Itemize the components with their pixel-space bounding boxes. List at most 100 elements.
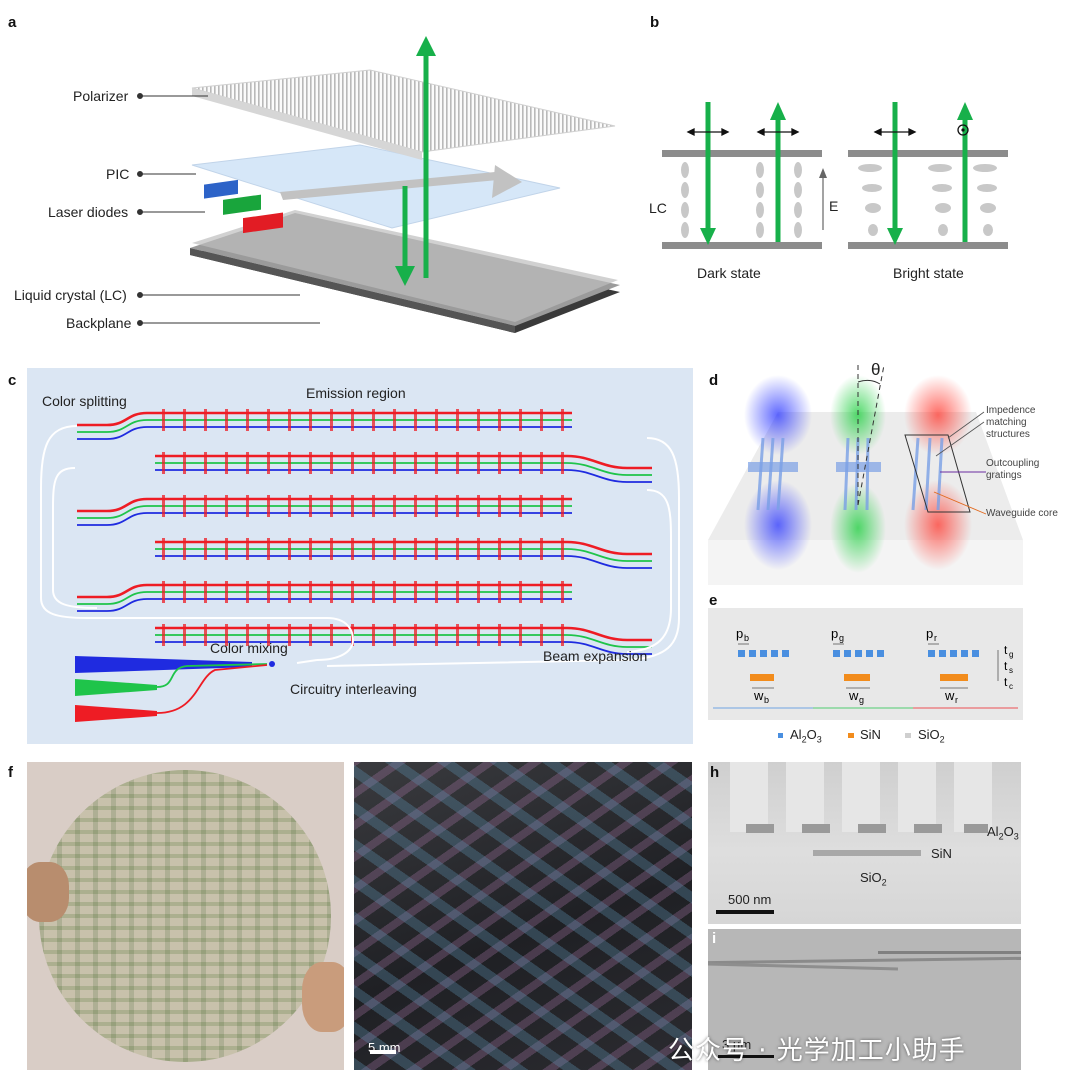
grating-tick xyxy=(225,452,228,474)
legend-sio2: SiO2 xyxy=(918,727,945,745)
waveguide-blue-0 xyxy=(77,426,572,440)
grating-tick xyxy=(246,495,249,517)
grating-tick xyxy=(477,538,480,560)
grating-tick xyxy=(309,409,312,431)
svg-text:r: r xyxy=(955,695,958,705)
grating-tick xyxy=(225,409,228,431)
panel-e-label: e xyxy=(709,592,718,609)
svg-text:g: g xyxy=(1009,650,1013,659)
bright-state-label: Bright state xyxy=(893,265,964,281)
grating-tick xyxy=(561,581,564,603)
grating-tick xyxy=(456,538,459,560)
panel-a-exploded-display xyxy=(190,36,620,333)
grating-tick xyxy=(309,581,312,603)
grating-tick xyxy=(372,452,375,474)
grating-tick xyxy=(309,624,312,646)
grating-tick xyxy=(477,452,480,474)
wafer-photo xyxy=(27,762,344,1070)
grating-tick xyxy=(519,495,522,517)
grating-tick xyxy=(288,495,291,517)
grating-tick xyxy=(183,538,186,560)
grating-tick xyxy=(204,624,207,646)
grating-tick xyxy=(414,409,417,431)
grating-tick xyxy=(561,452,564,474)
grating-tick xyxy=(246,409,249,431)
svg-text:w: w xyxy=(753,688,764,703)
grating-tick xyxy=(393,538,396,560)
layer-label-pic: PIC xyxy=(106,166,130,182)
legend-swatch-sio2 xyxy=(905,733,911,738)
grating-tick xyxy=(414,495,417,517)
grating-tick xyxy=(309,452,312,474)
grating-tick xyxy=(540,495,543,517)
svg-text:p: p xyxy=(831,626,838,641)
grating-tick xyxy=(288,538,291,560)
grating-tick xyxy=(477,495,480,517)
grating-tick xyxy=(561,624,564,646)
sem-label-al2o3: Al2O3 xyxy=(987,824,1019,842)
sem-label-sin: SiN xyxy=(931,846,952,861)
grating-tick xyxy=(540,581,543,603)
grating-tick xyxy=(267,538,270,560)
waveguide-green-0 xyxy=(77,419,572,433)
panel-b-label: b xyxy=(650,14,660,31)
grating-tick xyxy=(414,452,417,474)
chip-photo xyxy=(354,762,692,1070)
grating-tick xyxy=(330,409,333,431)
panel-a-label: a xyxy=(8,14,17,31)
grating-tick xyxy=(498,538,501,560)
grating-tick xyxy=(540,452,543,474)
sem-top-scale-label: 3 μm xyxy=(722,1037,752,1052)
grating-tick xyxy=(309,538,312,560)
legend-swatch-al2o3 xyxy=(778,733,783,738)
waveguide-red-5 xyxy=(155,626,652,642)
callout-waveguide-core: Waveguide core xyxy=(986,508,1058,519)
svg-text:t: t xyxy=(1004,643,1008,657)
sem-cross-section xyxy=(708,762,1021,924)
svg-text:w: w xyxy=(848,688,859,703)
waveguide-red-4 xyxy=(77,583,572,599)
waveguide-red-2 xyxy=(77,497,572,513)
panel-b-lc-states xyxy=(662,102,1008,249)
waveguide-green-2 xyxy=(77,505,572,519)
grating-tick xyxy=(477,624,480,646)
grating-tick xyxy=(519,452,522,474)
grating-tick xyxy=(456,452,459,474)
grating-tick xyxy=(246,624,249,646)
panel-f-label: f xyxy=(8,764,13,781)
grating-tick xyxy=(393,409,396,431)
grating-tick xyxy=(204,538,207,560)
grating-tick xyxy=(183,581,186,603)
grating-tick xyxy=(498,624,501,646)
grating-tick xyxy=(162,581,165,603)
layer-label-lc: Liquid crystal (LC) xyxy=(14,287,127,303)
waveguide-green-3 xyxy=(155,548,652,562)
grating-tick xyxy=(246,452,249,474)
grating-tick xyxy=(540,409,543,431)
grating-tick xyxy=(393,581,396,603)
panel-h-label: h xyxy=(710,764,720,781)
waveguide-blue-4 xyxy=(77,598,572,612)
svg-text:t: t xyxy=(1004,675,1008,689)
svg-text:b: b xyxy=(744,633,749,643)
label-circuitry-interleaving: Circuitry interleaving xyxy=(290,681,417,697)
grating-tick xyxy=(309,495,312,517)
waveguide-green-4 xyxy=(77,591,572,605)
grating-tick xyxy=(435,581,438,603)
grating-tick xyxy=(330,581,333,603)
layer-label-laser-diodes: Laser diodes xyxy=(48,204,129,220)
svg-text:s: s xyxy=(1009,666,1013,675)
svg-text:b: b xyxy=(764,695,769,705)
grating-tick xyxy=(330,452,333,474)
waveguide-red-0 xyxy=(77,411,572,427)
svg-text:p: p xyxy=(926,626,933,641)
grating-tick xyxy=(435,409,438,431)
sem-top-view xyxy=(708,929,1021,1070)
svg-text:g: g xyxy=(859,695,864,705)
grating-tick xyxy=(204,495,207,517)
layer-label-backplane: Backplane xyxy=(66,315,132,331)
grating-tick xyxy=(351,581,354,603)
grating-tick xyxy=(540,624,543,646)
grating-tick xyxy=(435,624,438,646)
sem-scale-label: 500 nm xyxy=(728,892,772,907)
